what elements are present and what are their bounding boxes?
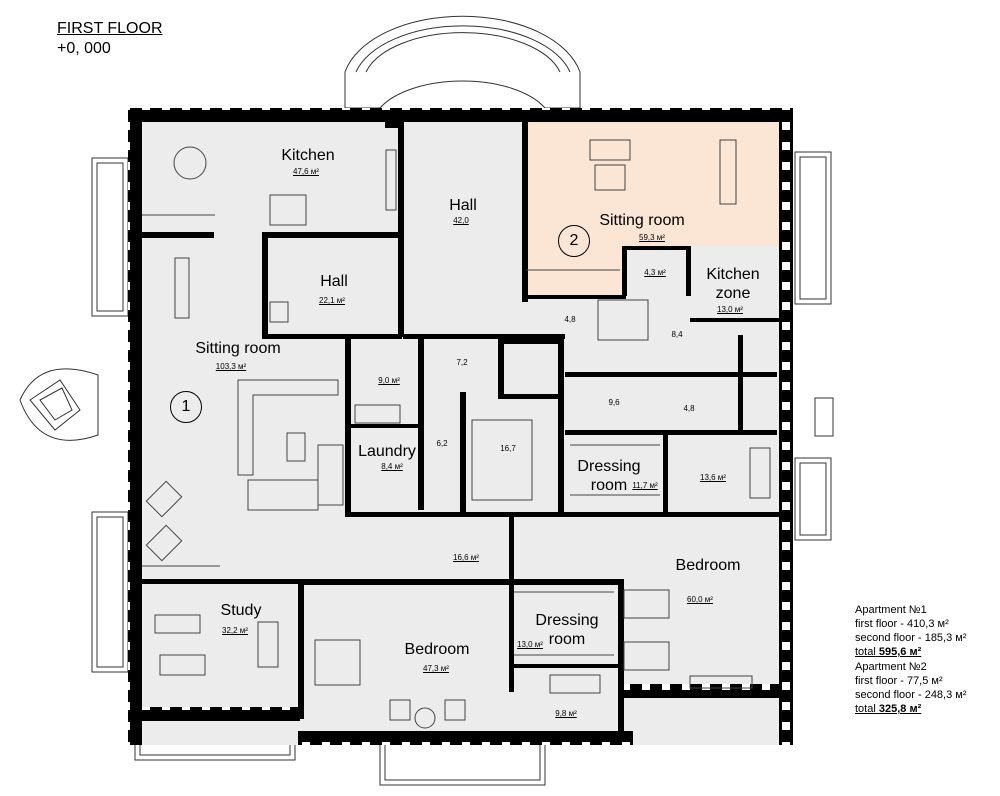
room-wc-area: 4,3 м² [644,268,666,277]
furniture [142,139,771,729]
apartment-2-marker: 2 [558,225,590,257]
apartment-1-marker: 1 [170,391,202,423]
room-sitting-2-name: Sitting room [599,212,685,229]
apartment-1-title: Apartment №1 [855,604,927,616]
apartment-1-second-floor: second floor - 185,3 м² [855,632,967,644]
apartment-1-summary: Apartment №1 first floor - 410,3 м² seco… [855,603,967,659]
room-corridor-48a-area: 4,8 [564,315,576,324]
floor-title: FIRST FLOOR [57,20,163,37]
apartment-1-total-label: total [855,646,876,658]
room-dressing-2-name: Dressing room [535,612,599,648]
room-kitchen-name: Kitchen [281,147,335,164]
room-sitting-2-area: 59,3 м² [639,233,665,242]
room-study-area: 32,2 м² [222,626,248,635]
room-sitting-1-name: Sitting room [195,340,281,357]
apartment-2-total: total 325,8 м² [855,702,967,716]
apartment-2-first-floor: first floor - 77,5 м² [855,675,943,687]
room-laundry-area: 8,4 м² [381,462,403,471]
apartment-2-total-label: total [855,703,876,715]
room-dressing-1-name: Dressing room [577,458,641,494]
apartment-2-total-value: 325,8 м² [878,703,922,715]
room-study-name: Study [220,602,262,619]
room-stair-167-area: 16,7 [500,444,516,453]
floor-level: +0, 000 [57,40,111,57]
room-kitchen-zone-area: 13,0 м² [717,305,743,314]
room-laundry-name: Laundry [358,443,416,460]
room-bath-a-area: 9,0 м² [378,376,400,385]
room-stair-84-area: 8,4 [671,330,683,339]
room-corridor-166-area: 16,6 м² [453,553,479,562]
room-sitting-1-area: 103,3 м² [215,362,247,371]
room-bedroom-60-area: 60,0 м² [687,595,713,604]
apartment-2-second-floor: second floor - 248,3 м² [855,689,967,701]
apartment-1-total-value: 595,6 м² [878,646,922,658]
room-hall-small-area: 22,1 м² [319,296,345,305]
room-hall-small-name: Hall [320,273,348,290]
room-bedroom-47-name: Bedroom [404,641,470,658]
room-corridor-62-area: 6,2 [436,439,448,448]
room-bedroom-47-area: 47,3 м² [423,664,449,673]
room-corridor-96-area: 9,6 [608,398,620,407]
room-kitchen-zone-name: Kitchen zone [706,266,760,302]
apartment-1-total: total 595,6 м² [855,645,967,659]
interior-walls [142,122,782,733]
room-corridor-72-area: 7,2 [456,358,468,367]
room-kitchen-area: 47,6 м² [293,167,319,176]
room-bath-b-area: 13,6 м² [700,473,726,482]
room-dressing-1-area: 11,7 м² [632,481,658,490]
apartment-2-summary: Apartment №2 first floor - 77,5 м² secon… [855,660,967,716]
room-hall-main-name: Hall [449,197,477,214]
room-hall-main-area: 42,0 [453,216,469,225]
room-corridor-48b-area: 4,8 [683,404,695,413]
apartment-1-first-floor: first floor - 410,3 м² [855,618,949,630]
room-bath-c-area: 9,8 м² [555,709,577,718]
room-bedroom-60-name: Bedroom [675,557,741,574]
room-dressing-2-area: 13,0 м² [517,640,543,649]
apartment-2-title: Apartment №2 [855,661,927,673]
